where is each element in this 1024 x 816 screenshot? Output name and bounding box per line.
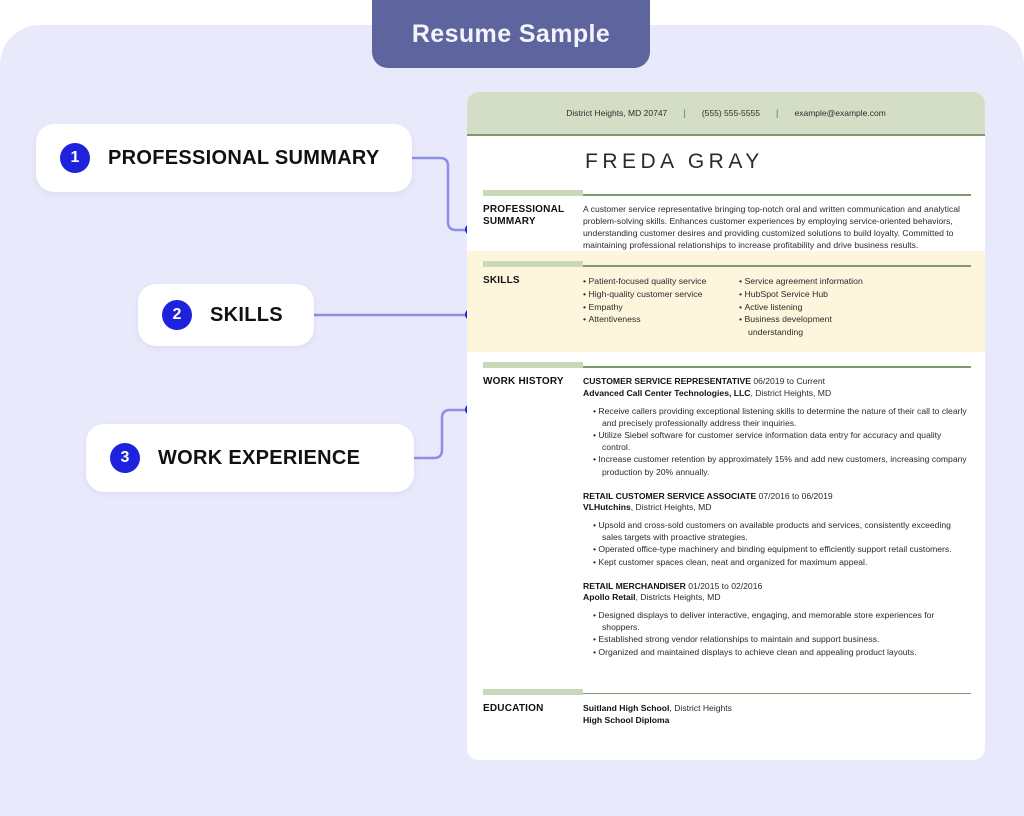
contact-separator-2: | — [775, 108, 779, 118]
job-bullet: Organized and maintained displays to ach… — [593, 646, 971, 658]
skill-item: Service agreement information — [739, 275, 869, 288]
section-rule-summary — [483, 188, 971, 197]
job-company: Apollo Retail — [583, 592, 636, 603]
skill-item: Attentiveness — [583, 313, 713, 326]
job-title: CUSTOMER SERVICE REPRESENTATIVE — [583, 376, 751, 387]
callout-label-1: PROFESSIONAL SUMMARY — [108, 146, 380, 169]
callout-skills[interactable]: 2 SKILLS — [138, 284, 314, 346]
callout-badge-2: 2 — [162, 300, 192, 330]
job-entry: RETAIL CUSTOMER SERVICE ASSOCIATE 07/201… — [583, 491, 971, 568]
section-skills: SKILLS Patient-focused quality service H… — [467, 251, 985, 353]
job-company: VLHutchins — [583, 502, 631, 513]
resume-candidate-name: FREDA GRAY — [585, 150, 764, 173]
job-entry: RETAIL MERCHANDISER 01/2015 to 02/2016 A… — [583, 581, 971, 658]
title-pill-label: Resume Sample — [411, 19, 611, 48]
job-dates: 01/2015 to 02/2016 — [688, 580, 763, 591]
connector-1 — [412, 156, 468, 232]
callout-professional-summary[interactable]: 1 PROFESSIONAL SUMMARY — [36, 124, 412, 192]
summary-heading: PROFESSIONAL SUMMARY — [483, 204, 583, 251]
section-professional-summary: PROFESSIONAL SUMMARY A customer service … — [467, 188, 985, 251]
callout-work-experience[interactable]: 3 WORK EXPERIENCE — [86, 424, 414, 492]
skill-item: Business development understanding — [739, 313, 869, 338]
job-bullet: Operated office-type machinery and bindi… — [593, 543, 971, 555]
resume-name-block: FREDA GRAY — [467, 136, 985, 188]
skills-column-1: Patient-focused quality service High-qua… — [583, 275, 713, 338]
job-location: , District Heights, MD — [750, 388, 832, 399]
contact-phone: (555) 555-5555 — [701, 108, 760, 118]
education-heading: EDUCATION — [483, 702, 544, 714]
job-company: Advanced Call Center Technologies, LLC — [583, 388, 751, 399]
section-education: EDUCATION Suitland High School, District… — [467, 671, 985, 727]
contact-separator-1: | — [683, 108, 686, 118]
section-rule-skills — [483, 259, 971, 268]
skill-item: Empathy — [583, 301, 713, 314]
work-history-heading: WORK HISTORY — [483, 376, 564, 388]
job-dates: 06/2019 to Current — [753, 376, 825, 387]
skill-item: HubSpot Service Hub — [739, 288, 869, 301]
job-dates: 07/2016 to 06/2019 — [758, 490, 833, 501]
connector-3 — [414, 408, 468, 460]
callout-label-3: WORK EXPERIENCE — [158, 446, 361, 469]
job-bullet: Designed displays to deliver interactive… — [593, 609, 971, 633]
skill-item: Active listening — [739, 301, 869, 314]
callout-badge-3: 3 — [110, 443, 140, 473]
skill-item: High-quality customer service — [583, 288, 713, 301]
summary-heading-line2: SUMMARY — [483, 215, 536, 227]
section-rule-education — [483, 687, 971, 696]
title-pill: Resume Sample — [372, 0, 650, 68]
callout-badge-1: 1 — [60, 143, 90, 173]
job-bullet: Receive callers providing exceptional li… — [593, 405, 971, 429]
job-location: , District Heights, MD — [630, 502, 712, 513]
job-bullet: Utilize Siebel software for customer ser… — [593, 429, 971, 453]
resume-document: District Heights, MD 20747 | (555) 555-5… — [467, 92, 985, 760]
skill-item: Patient-focused quality service — [583, 275, 713, 288]
section-rule-work — [483, 360, 971, 369]
education-school: Suitland High School — [583, 702, 670, 713]
job-bullet: Increase customer retention by approxima… — [593, 453, 971, 477]
job-title: RETAIL CUSTOMER SERVICE ASSOCIATE — [583, 490, 757, 501]
resume-contact-bar: District Heights, MD 20747 | (555) 555-5… — [467, 92, 985, 136]
skills-heading: SKILLS — [483, 275, 520, 287]
summary-text: A customer service representative bringi… — [583, 204, 960, 250]
job-entry: CUSTOMER SERVICE REPRESENTATIVE 06/2019 … — [583, 376, 971, 477]
section-work-history: WORK HISTORY CUSTOMER SERVICE REPRESENTA… — [467, 352, 985, 670]
education-degree: High School Diploma — [583, 714, 670, 725]
education-location: , District Heights — [669, 702, 732, 713]
skills-column-2: Service agreement information HubSpot Se… — [739, 275, 869, 338]
job-title: RETAIL MERCHANDISER — [583, 580, 686, 591]
job-bullet: Kept customer spaces clean, neat and org… — [593, 556, 971, 568]
job-location: , Districts Heights, MD — [635, 592, 721, 603]
contact-location: District Heights, MD 20747 — [566, 108, 668, 118]
job-bullet: Upsold and cross-sold customers on avail… — [593, 519, 971, 543]
job-bullet: Established strong vendor relationships … — [593, 633, 971, 645]
summary-heading-line1: PROFESSIONAL — [483, 204, 565, 215]
contact-email: example@example.com — [794, 108, 886, 118]
callout-label-2: SKILLS — [210, 303, 283, 326]
